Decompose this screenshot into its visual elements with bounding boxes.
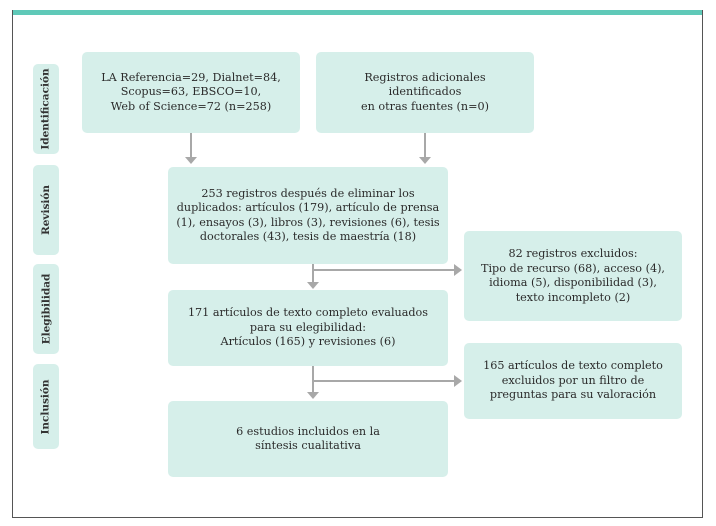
arrowhead-5: [307, 392, 319, 399]
arrowhead-1: [185, 157, 197, 164]
after-duplicates-box: 253 registros después de eliminar los du…: [168, 167, 448, 264]
stage-identification: Identificación: [33, 64, 59, 154]
diagram-frame: [12, 10, 703, 518]
stage-review: Revisión: [33, 165, 59, 255]
full-text-excluded-box: 165 artículos de texto completo excluido…: [464, 343, 682, 419]
arrowhead-4: [454, 264, 462, 276]
additional-records-box: Registros adicionales identificados en o…: [316, 52, 534, 133]
stage-inclusion: Inclusión: [33, 364, 59, 449]
included-studies-box: 6 estudios incluidos en la síntesis cual…: [168, 401, 448, 477]
stage-eligibility: Elegibilidad: [33, 264, 59, 354]
full-text-assessed-box: 171 artículos de texto completo evaluado…: [168, 290, 448, 366]
databases-box: LA Referencia=29, Dialnet=84, Scopus=63,…: [82, 52, 300, 133]
arrowhead-2: [419, 157, 431, 164]
top-accent-bar: [12, 10, 703, 15]
arrowhead-6: [454, 375, 462, 387]
excluded-records-box: 82 registros excluidos: Tipo de recurso …: [464, 231, 682, 321]
arrowhead-3: [307, 282, 319, 289]
